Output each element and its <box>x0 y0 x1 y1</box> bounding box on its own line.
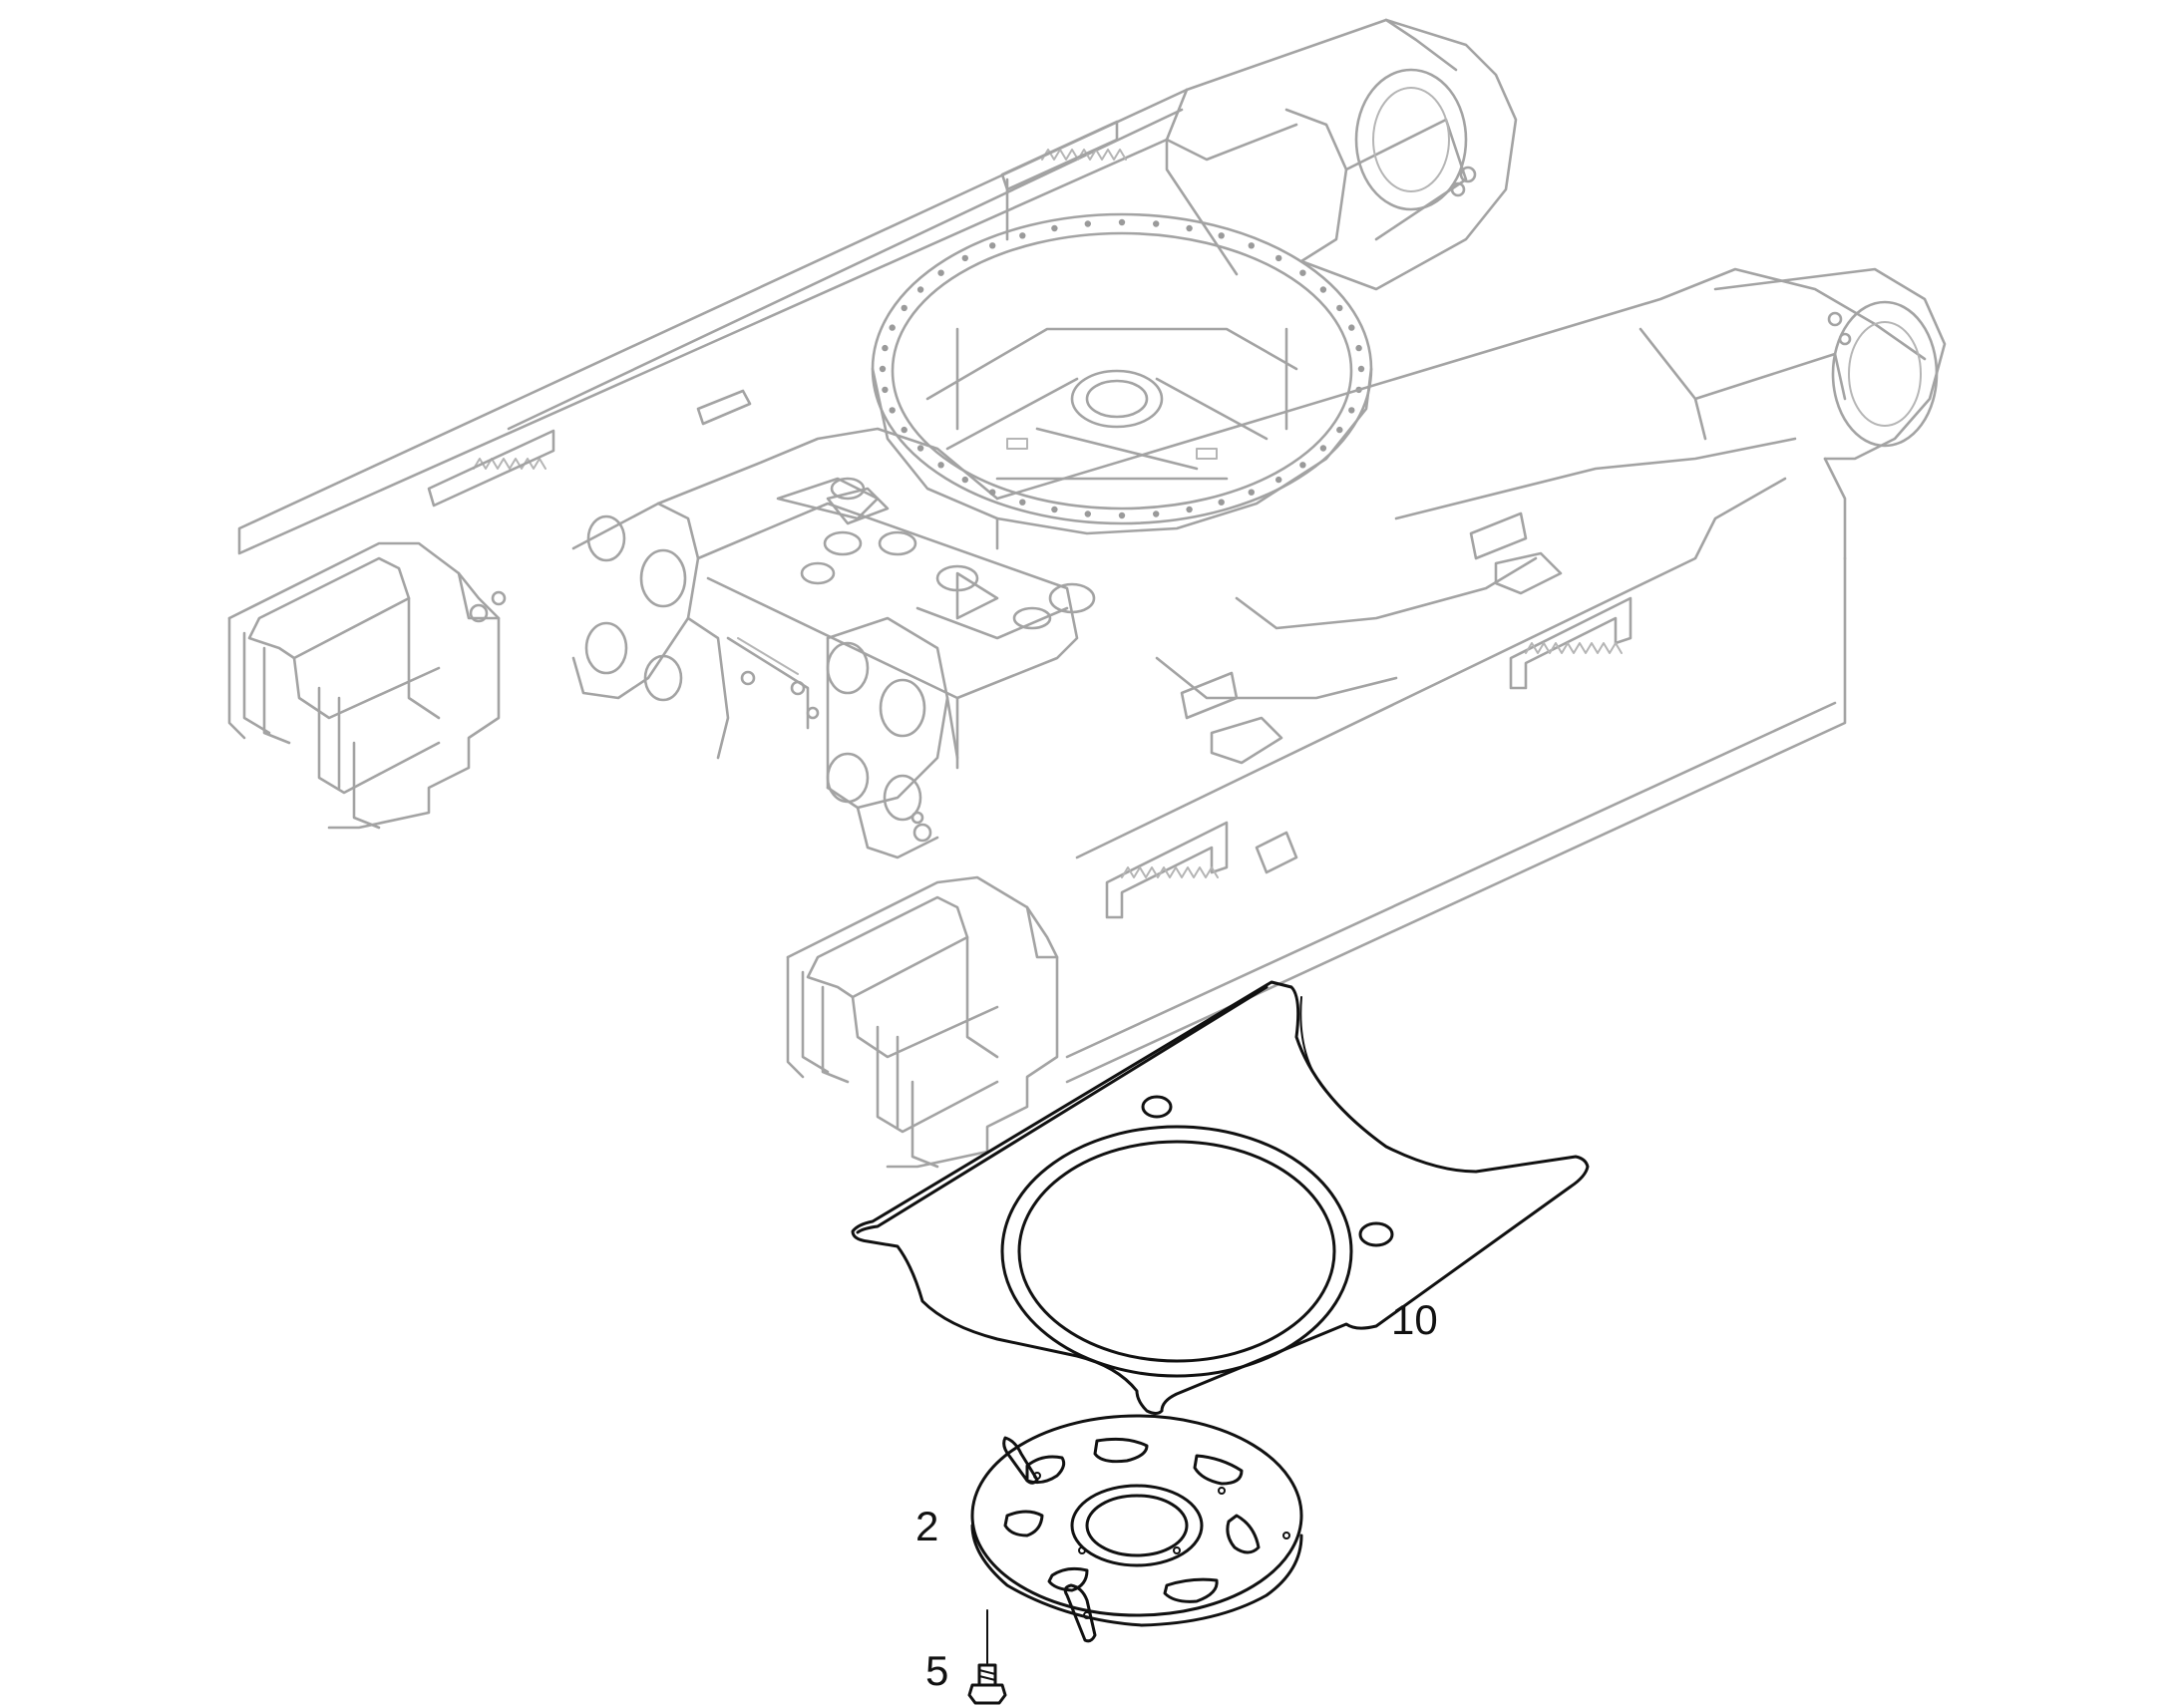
ring-bolt-hole <box>961 476 968 484</box>
ring-bolt-hole <box>1357 365 1365 373</box>
ring-bolt-hole <box>1019 499 1026 506</box>
ring-bolt-hole <box>937 462 944 469</box>
upper-track-frame <box>237 18 1518 555</box>
callout-bolt: 5 <box>925 1647 948 1694</box>
ring-bolt-hole <box>916 445 924 452</box>
ring-bolt-hole <box>1186 506 1193 513</box>
round-cover <box>970 1414 1303 1643</box>
ring-bolt-hole <box>1248 242 1256 249</box>
ring-bolt-hole <box>1299 462 1306 469</box>
ring-bolt-hole <box>1275 254 1282 262</box>
ring-bolt-hole <box>1248 489 1256 496</box>
ring-bolt-hole <box>901 426 908 434</box>
ring-bolt-hole <box>1218 232 1225 239</box>
ring-bolt-hole <box>1319 286 1327 293</box>
ring-bolt-hole <box>901 304 908 312</box>
ring-bolt-hole <box>1084 511 1092 517</box>
ring-bolt-hole <box>1348 324 1355 331</box>
slewing-ring <box>871 212 1373 535</box>
ring-bolt-hole <box>1355 344 1362 352</box>
ring-bolt-hole <box>879 365 887 373</box>
ring-bolt-hole <box>889 324 896 331</box>
ring-bolt-hole <box>1051 224 1058 232</box>
ring-bolt-hole <box>1218 499 1225 506</box>
ring-bolt-hole <box>1348 407 1355 414</box>
ring-bolt-hole <box>889 407 896 414</box>
ring-bolt-hole <box>1299 269 1306 276</box>
ring-bolt-hole <box>989 489 996 496</box>
ring-bolt-hole <box>937 269 944 276</box>
ring-bolt-hole <box>1051 506 1058 513</box>
callout-cover: 2 <box>915 1503 938 1549</box>
ring-bolt-hole <box>961 254 968 262</box>
under-cover-plate <box>851 980 1590 1415</box>
bolt <box>967 1609 1007 1705</box>
ring-bolt-hole <box>1118 512 1126 519</box>
ring-bolt-hole <box>1153 220 1160 227</box>
ring-bolt-hole <box>1319 445 1327 452</box>
ring-bolt-hole <box>1336 304 1343 312</box>
centre-body <box>571 427 1096 770</box>
ring-bolt-hole <box>1118 218 1126 226</box>
ring-bolt-hole <box>1153 511 1160 517</box>
ring-bolt-hole <box>1336 426 1343 434</box>
ring-bolt-hole <box>882 344 889 352</box>
slewing-ring-bolt-holes <box>879 218 1365 519</box>
ring-bolt-hole <box>882 386 889 394</box>
ring-bolt-hole <box>1186 224 1193 232</box>
ring-bolt-hole <box>1084 220 1092 227</box>
undercarriage-frame <box>227 18 1947 1169</box>
ring-bolt-hole <box>1275 476 1282 484</box>
lower-track-frame <box>995 267 1947 1084</box>
front-left-yoke <box>786 811 1059 1169</box>
rear-left-yoke <box>227 541 507 830</box>
front-pivot-lugs <box>826 616 959 859</box>
ring-bolt-hole <box>916 286 924 293</box>
ring-bolt-hole <box>1019 232 1026 239</box>
callout-plate: 10 <box>1391 1296 1438 1343</box>
ring-bolt-hole <box>989 242 996 249</box>
